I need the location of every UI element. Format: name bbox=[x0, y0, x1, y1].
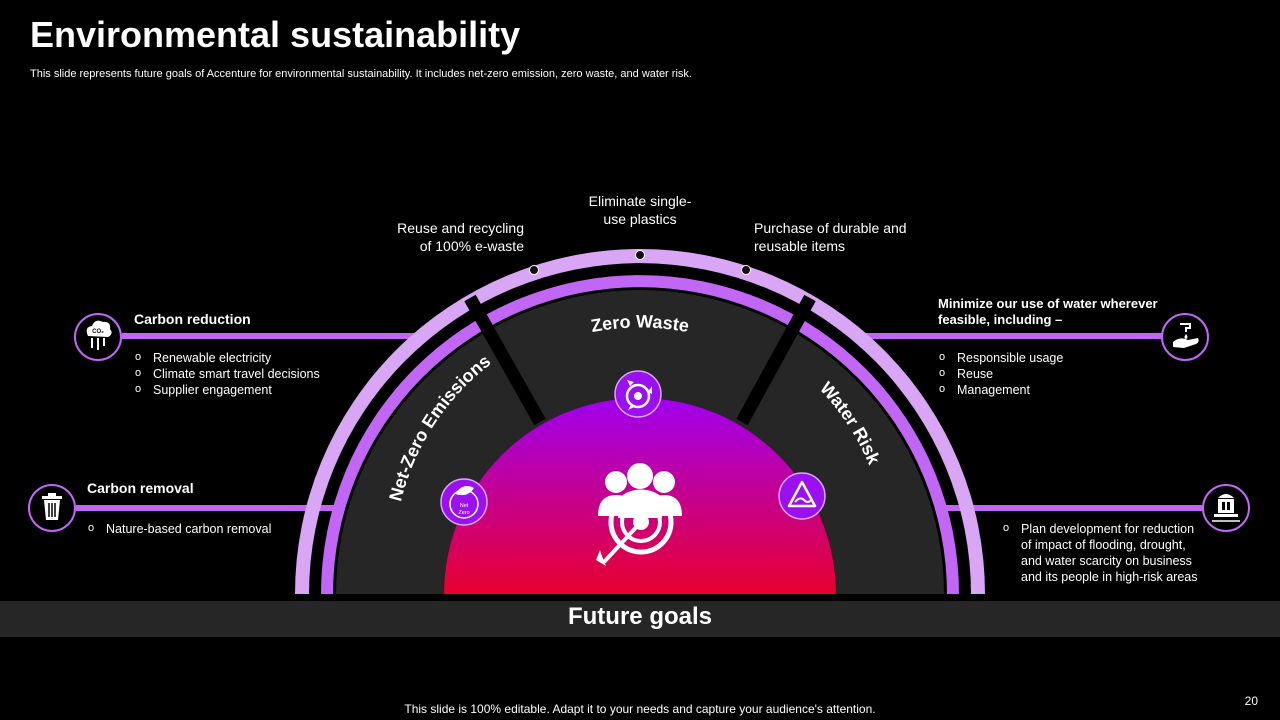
dot-left bbox=[529, 265, 539, 275]
goals-diagram: Net-Zero Emissions Zero Waste Water Risk… bbox=[28, 249, 1250, 594]
list-item: Supplier engagement bbox=[134, 381, 354, 398]
list-item: Responsible usage bbox=[938, 349, 1138, 366]
carbon-reduction-heading: Carbon reduction bbox=[134, 311, 251, 327]
top-label-left: Reuse and recycling of 100% e-waste bbox=[397, 220, 524, 254]
footnote: This slide is 100% editable. Adapt it to… bbox=[404, 702, 876, 716]
list-item: Reuse bbox=[938, 365, 1138, 382]
dam-icon bbox=[1202, 484, 1250, 532]
net-zero-icon-word-1: Net bbox=[460, 503, 469, 509]
page-subtitle: This slide represents future goals of Ac… bbox=[30, 68, 692, 80]
top-label-right: Purchase of durable and reusable items bbox=[754, 220, 907, 254]
page-number: 20 bbox=[1244, 694, 1258, 708]
list-item: Nature-based carbon removal bbox=[87, 520, 327, 537]
net-zero-leaf-icon: Net Zero bbox=[440, 478, 488, 526]
list-item: Plan development for reduction of impact… bbox=[1002, 520, 1232, 585]
co2-cloud-icon: CO₂ bbox=[74, 313, 122, 361]
water-use-heading: Minimize our use of water wherever feasi… bbox=[938, 296, 1158, 327]
recycle-icon bbox=[614, 370, 662, 418]
segment-ring bbox=[336, 290, 944, 594]
list-item: Climate smart travel decisions bbox=[134, 365, 354, 382]
footer-bar bbox=[0, 601, 1280, 637]
team-target-icon bbox=[596, 463, 682, 566]
dot-right bbox=[741, 265, 751, 275]
segment-divider-right bbox=[736, 294, 816, 426]
page-title: Environmental sustainability bbox=[30, 14, 521, 55]
water-use-list: Responsible usage Reuse Management bbox=[938, 349, 1138, 398]
footer-title: Future goals bbox=[567, 603, 712, 630]
carbon-removal-heading: Carbon removal bbox=[87, 480, 194, 496]
carbon-removal-list: Nature-based carbon removal bbox=[87, 520, 327, 537]
segment-divider-left bbox=[464, 294, 546, 426]
list-item: Renewable electricity bbox=[134, 349, 354, 366]
list-item: Management bbox=[938, 381, 1138, 398]
net-zero-icon-word-2: Zero bbox=[458, 510, 469, 516]
carbon-reduction-list: Renewable electricity Climate smart trav… bbox=[134, 349, 354, 398]
dot-center bbox=[635, 250, 645, 260]
water-plan-list: Plan development for reduction of impact… bbox=[1002, 520, 1232, 585]
warning-icon bbox=[778, 472, 826, 520]
trash-bin-icon bbox=[28, 484, 76, 532]
top-label-center: Eliminate single- use plastics bbox=[588, 193, 692, 227]
water-hand-icon bbox=[1161, 313, 1209, 361]
co2-label: CO₂ bbox=[92, 329, 104, 335]
